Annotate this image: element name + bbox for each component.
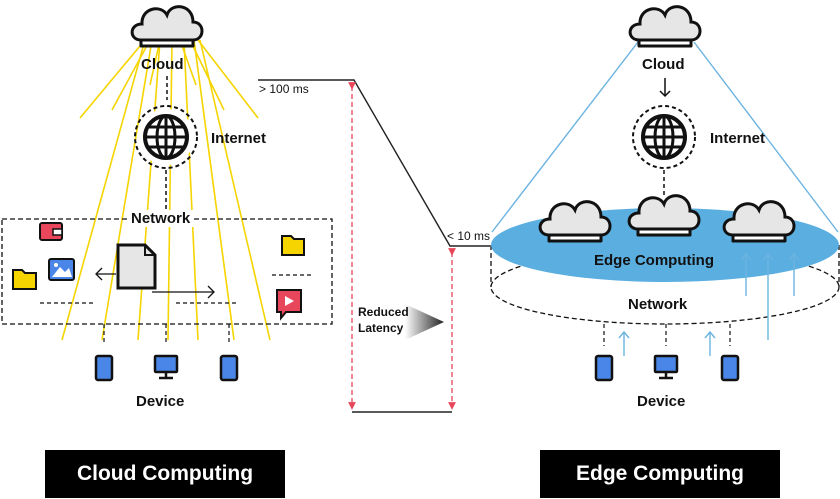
cloud-icon: [628, 5, 702, 48]
folder-icon: [281, 235, 305, 256]
video-icon: [276, 289, 302, 321]
edge-cloud-icon: [538, 200, 612, 243]
up-arrows: [618, 252, 800, 356]
tablet-icon: [219, 354, 239, 382]
wallet-icon: [39, 222, 63, 241]
edge-cloud-icon: [627, 194, 701, 237]
tablet-icon: [720, 354, 740, 382]
network-label: Network: [127, 210, 195, 227]
internet-label: Internet: [211, 130, 267, 147]
cloud-label: Cloud: [141, 56, 184, 73]
cloud-label: Cloud: [642, 56, 685, 73]
dashed-separators: [40, 274, 312, 344]
network-label: Network: [628, 296, 688, 313]
latency-line: [258, 79, 490, 247]
cloud-icon: [130, 5, 204, 48]
cloud-rays: [61, 39, 271, 341]
internet-label: Internet: [710, 130, 766, 147]
folder-icon: [12, 269, 37, 290]
phone-icon: [94, 354, 114, 382]
cloud-computing-title: Cloud Computing: [45, 450, 285, 498]
transfer-arrows: [95, 267, 215, 299]
low-latency-label: < 10 ms: [447, 229, 491, 243]
cloud-rays: [491, 41, 839, 233]
phone-icon: [594, 354, 614, 382]
device-label: Device: [637, 393, 686, 410]
edge-computing-label: Edge Computing: [594, 252, 714, 269]
reduced-latency-label: Reduced Latency: [358, 305, 409, 335]
monitor-icon: [653, 354, 679, 380]
monitor-icon: [153, 354, 179, 380]
globe-icon: [631, 104, 697, 170]
image-icon: [48, 258, 75, 281]
document-icon: [116, 243, 157, 290]
dashed-separators: [603, 324, 731, 346]
device-label: Device: [136, 393, 185, 410]
edge-computing-title: Edge Computing: [540, 450, 780, 498]
globe-icon: [133, 104, 199, 170]
down-arrow: [659, 78, 671, 98]
reduction-arrow: [405, 304, 444, 340]
edge-cloud-icon: [722, 200, 796, 243]
high-latency-label: > 100 ms: [259, 82, 309, 96]
